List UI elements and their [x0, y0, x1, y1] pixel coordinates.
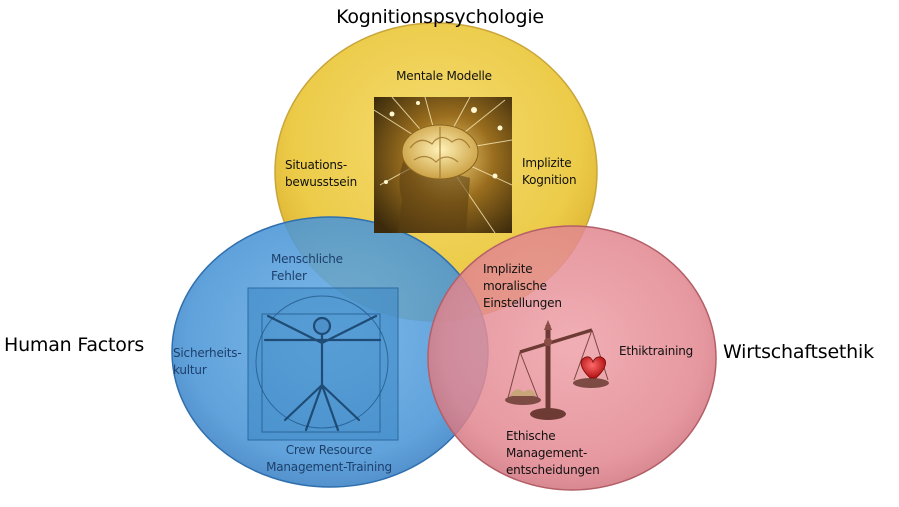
label-implizite-kognition-line1: Implizite — [522, 156, 572, 170]
label-mentale-modelle: Mentale Modelle — [396, 69, 492, 83]
glowing-brain-icon — [374, 97, 512, 233]
title-wirtschaftsethik: Wirtschaftsethik — [723, 341, 874, 363]
label-ethisch-line1: Ethische — [506, 429, 556, 443]
label-situationsbewusstsein-line2: bewusstsein — [285, 175, 358, 189]
title-human-factors: Human Factors — [4, 334, 145, 356]
label-ethisch-line2: Management- — [506, 446, 588, 460]
label-moral-line1: Implizite — [483, 262, 533, 276]
label-ethisch-line3: entscheidungen — [506, 463, 600, 477]
label-moral-line3: Einstellungen — [483, 296, 562, 310]
label-situationsbewusstsein-line1: Situations- — [285, 158, 347, 172]
label-crew-resource: Crew Resource Management-Training — [246, 442, 412, 476]
label-sicherheitskultur-line1: Sicherheits- — [173, 346, 242, 360]
label-crew-resource-line2: Management-Training — [266, 460, 392, 474]
label-menschliche-fehler-line2: Fehler — [271, 269, 307, 283]
label-situationsbewusstsein: Situations- bewusstsein — [285, 157, 357, 191]
circle-wirtschaftsethik — [427, 225, 717, 491]
vitruvian-man-icon — [247, 287, 399, 441]
label-implizite-kognition-line2: Kognition — [522, 173, 577, 187]
label-sicherheitskultur-line2: kultur — [173, 363, 207, 377]
title-kognitionspsychologie: Kognitionspsychologie — [336, 6, 544, 28]
label-ethische-managemententscheidungen: Ethische Management- entscheidungen — [506, 428, 600, 479]
label-crew-resource-line1: Crew Resource — [285, 443, 373, 457]
label-menschliche-fehler: Menschliche Fehler — [271, 251, 343, 285]
label-moral-line2: moralische — [483, 279, 547, 293]
label-sicherheitskultur: Sicherheits- kultur — [173, 345, 242, 379]
balance-scale-heart-icon — [505, 320, 609, 420]
label-ethiktraining: Ethiktraining — [619, 344, 694, 358]
label-implizite-moralische-einstellungen: Implizite moralische Einstellungen — [483, 261, 562, 312]
label-implizite-kognition: Implizite Kognition — [522, 155, 577, 189]
label-menschliche-fehler-line1: Menschliche — [271, 252, 343, 266]
